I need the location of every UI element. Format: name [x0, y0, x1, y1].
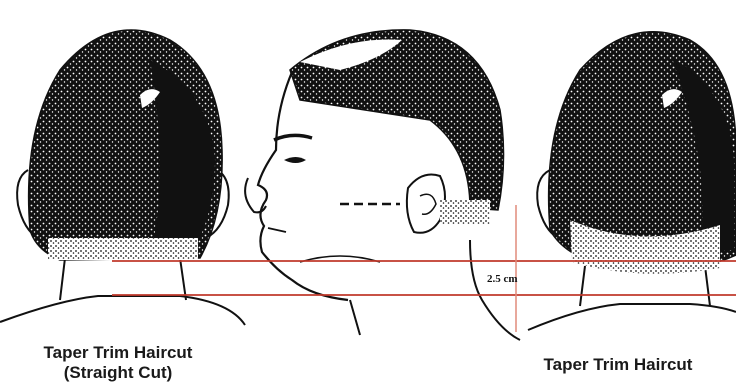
left-shoulders [0, 296, 245, 325]
profile-face [258, 72, 348, 300]
back-view-head-right [528, 32, 736, 330]
profile-taper [440, 200, 490, 224]
caption-right: Taper Trim Haircut [500, 355, 736, 375]
left-taper-band [48, 238, 198, 260]
back-view-head-left [0, 30, 245, 325]
profile-mouth [268, 228, 286, 232]
profile-eyebrow [274, 135, 312, 140]
right-shoulders [528, 304, 736, 330]
side-profile-head [245, 30, 520, 340]
profile-ear [407, 175, 445, 233]
caption-left-line2: (Straight Cut) [0, 363, 236, 383]
caption-left-line1: Taper Trim Haircut [0, 343, 236, 363]
caption-left: Taper Trim Haircut (Straight Cut) [0, 343, 236, 383]
profile-eye [284, 157, 306, 163]
profile-neck [350, 240, 520, 340]
left-neck [60, 258, 186, 300]
measurement-label: 2.5 cm [487, 273, 518, 285]
